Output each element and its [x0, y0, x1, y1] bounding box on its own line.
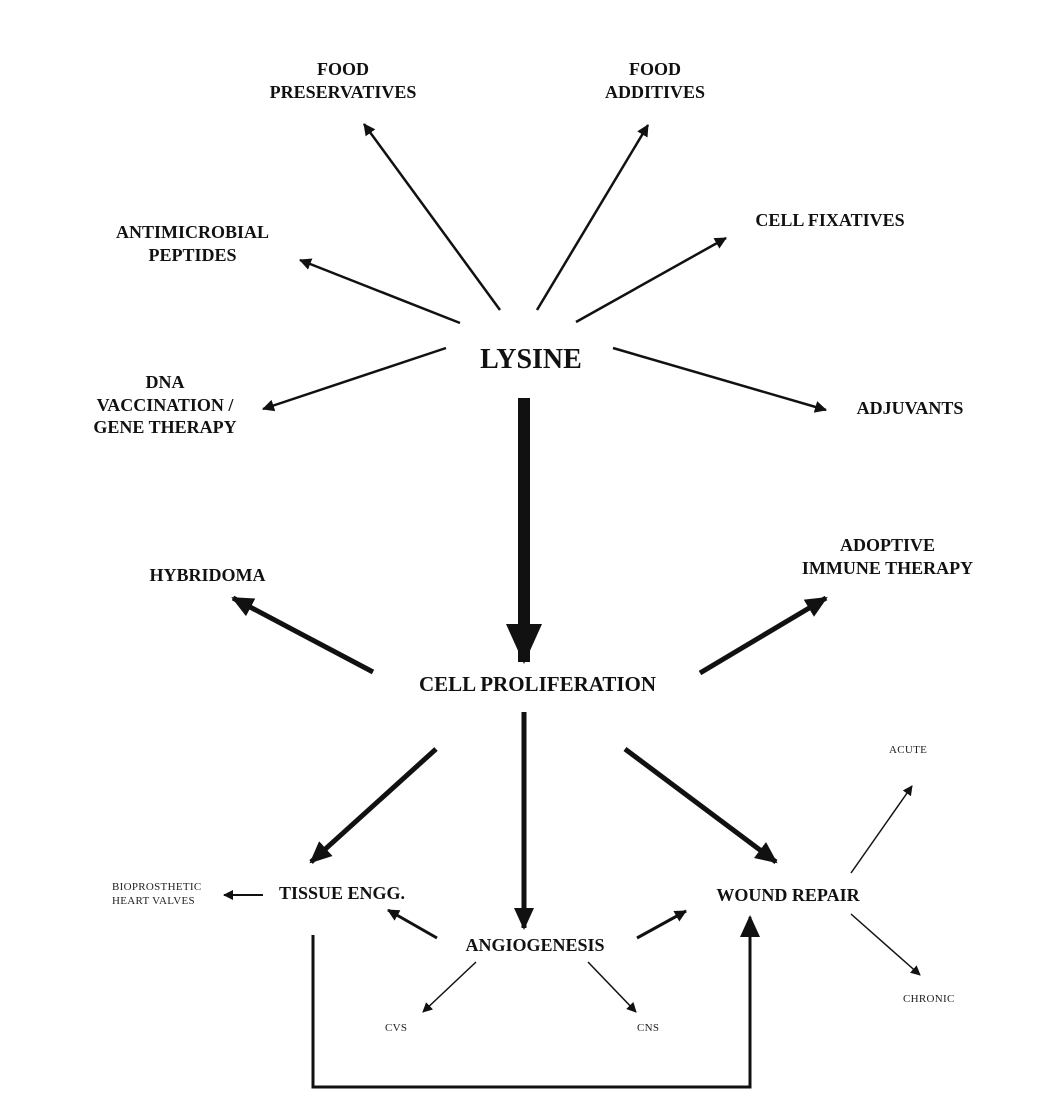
node-food-additives-line1: FOOD: [629, 59, 681, 79]
node-antimicrobial-line1: ANTIMICROBIAL: [115, 222, 270, 242]
node-antimicrobial-peptides: ANTIMICROBIAL PEPTIDES: [95, 221, 290, 266]
node-bioprosthetic-line2: HEART VALVES: [112, 894, 195, 907]
node-wound-repair-text: WOUND REPAIR: [716, 885, 860, 905]
arrow-proliferation-tissue: [309, 747, 438, 864]
node-angiogenesis-text: ANGIOGENESIS: [465, 935, 605, 955]
node-chronic-text: CHRONIC: [903, 993, 955, 1005]
arrow-tissue-wound-loop: [311, 915, 760, 1089]
node-lysine-text: LYSINE: [480, 344, 582, 375]
node-cell-proliferation: CELL PROLIFERATION: [385, 671, 690, 697]
node-acute: ACUTE: [889, 744, 927, 758]
node-dna-vaccination: DNA VACCINATION / GENE THERAPY: [70, 371, 260, 439]
arrow-lysine-food-preservatives: [362, 123, 502, 311]
node-dna-line3: GENE THERAPY: [93, 417, 237, 437]
node-hybridoma: HYBRIDOMA: [125, 564, 290, 587]
arrow-wound-chronic: [850, 913, 921, 976]
node-acute-text: ACUTE: [889, 744, 928, 756]
node-adoptive-line2: IMMUNE THERAPY: [801, 557, 974, 578]
node-dna-line2: VACCINATION /: [96, 394, 234, 415]
arrow-lysine-antimicrobial-peptides: [299, 258, 461, 325]
arrow-angiogenesis-cns: [587, 961, 637, 1013]
arrow-angiogenesis-cvs: [422, 961, 477, 1013]
node-angiogenesis: ANGIOGENESIS: [440, 934, 630, 957]
node-antimicrobial-line2: PEPTIDES: [148, 244, 237, 265]
node-adoptive-line1: ADOPTIVE: [839, 535, 935, 555]
arrow-proliferation-wound: [623, 746, 778, 865]
node-tissue-engg: TISSUE ENGG.: [262, 882, 422, 905]
node-lysine: LYSINE: [460, 342, 602, 377]
node-bioprosthetic-heart-valves: BIOPROSTHETIC HEART VALVES: [112, 881, 201, 909]
node-adoptive-immune-therapy: ADOPTIVE IMMUNE THERAPY: [780, 534, 995, 579]
node-adjuvants-text: ADJUVANTS: [856, 398, 964, 418]
node-cell-proliferation-text: CELL PROLIFERATION: [418, 672, 657, 696]
node-food-preservatives-line1: FOOD: [317, 59, 369, 79]
node-food-additives-line2: ADDITIVES: [604, 81, 706, 102]
node-wound-repair: WOUND REPAIR: [693, 884, 883, 907]
arrow-lysine-food-additives: [535, 124, 650, 311]
node-cvs: CVS: [385, 1022, 407, 1036]
node-cns: CNS: [637, 1022, 659, 1036]
node-adjuvants: ADJUVANTS: [835, 397, 985, 420]
node-food-additives: FOOD ADDITIVES: [595, 58, 715, 103]
arrow-lysine-cell-fixatives: [575, 236, 727, 324]
arrow-proliferation-adoptive: [698, 595, 828, 676]
node-tissue-engg-text: TISSUE ENGG.: [278, 883, 406, 903]
node-bioprosthetic-line1: BIOPROSTHETIC: [112, 881, 202, 893]
node-cell-fixatives-text: CELL FIXATIVES: [755, 210, 905, 230]
arrow-angiogenesis-tissue: [387, 908, 438, 940]
node-cell-fixatives: CELL FIXATIVES: [730, 209, 930, 232]
node-food-preservatives-line2: PRESERVATIVES: [269, 81, 417, 102]
arrow-wound-acute: [850, 785, 913, 874]
node-chronic: CHRONIC: [903, 993, 955, 1007]
node-food-preservatives: FOOD PRESERVATIVES: [243, 58, 443, 103]
node-hybridoma-text: HYBRIDOMA: [149, 565, 266, 585]
arrow-lysine-adjuvants: [612, 346, 827, 413]
arrow-lysine-dna-vaccination: [262, 346, 447, 412]
node-cvs-text: CVS: [385, 1022, 408, 1034]
arrow-proliferation-hybridoma: [231, 595, 375, 675]
arrow-angiogenesis-wound: [636, 909, 687, 940]
node-dna-line1: DNA: [145, 372, 185, 392]
node-cns-text: CNS: [637, 1022, 660, 1034]
